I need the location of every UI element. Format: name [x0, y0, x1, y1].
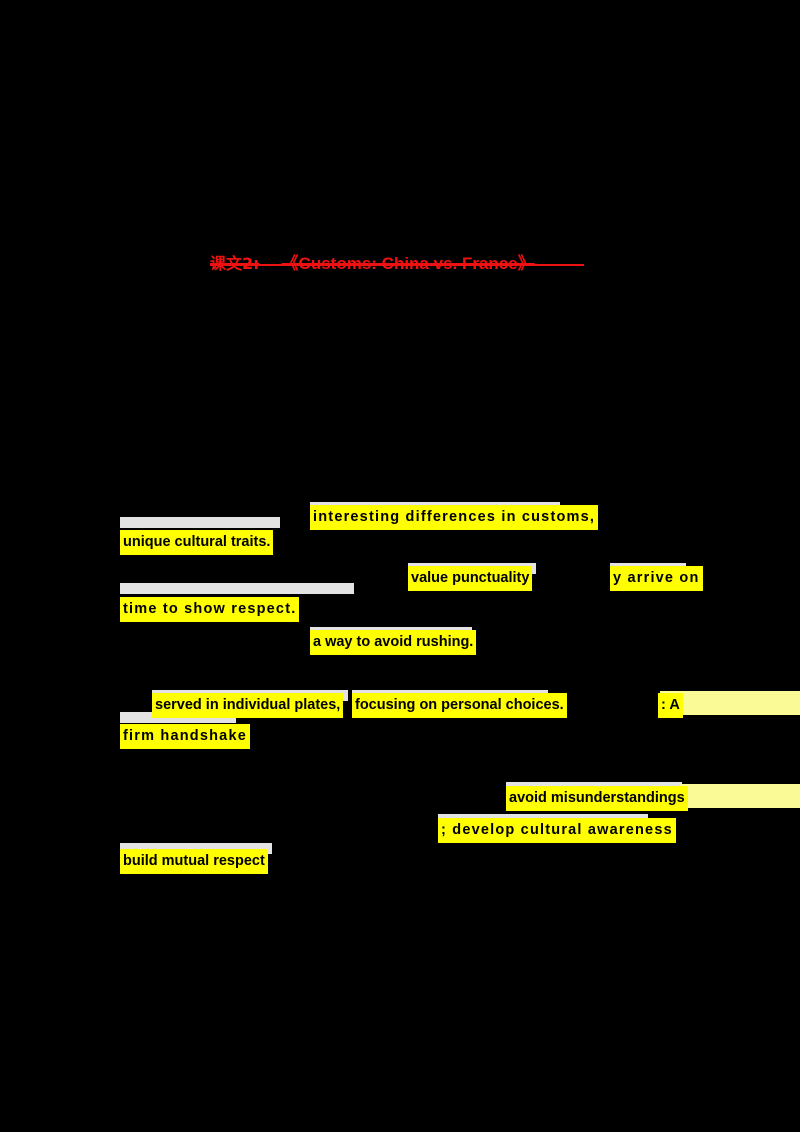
leading-band [120, 517, 280, 528]
fragment-text: ; develop cultural awareness [441, 822, 673, 838]
highlight-fragment: value punctuality [408, 566, 533, 591]
fragment-text: firm handshake [123, 728, 247, 744]
highlight-fragment: avoid misunderstandings [506, 786, 688, 811]
fragment-text: avoid misunderstandings [509, 790, 685, 806]
fragment-text: build mutual respect [123, 853, 265, 869]
fragment-text: : A [661, 697, 680, 713]
fragment-text: value punctuality [411, 570, 530, 586]
lesson-title-label: 课文2: [210, 253, 260, 275]
fragment-text: unique cultural traits. [123, 534, 271, 550]
fragment-text: y arrive on [613, 570, 700, 586]
lesson-title-main: 《Customs: China vs. France》 [282, 253, 535, 275]
highlight-fragment: interesting differences in customs, [310, 505, 599, 530]
title-strikethrough-line [210, 264, 584, 266]
highlight-fragment: y arrive on [610, 566, 703, 591]
highlight-fragment-pale [680, 784, 800, 808]
highlight-fragment: : A [658, 693, 683, 718]
highlight-fragment: time to show respect. [120, 597, 300, 622]
highlight-fragment: build mutual respect [120, 849, 268, 874]
lesson-title: 课文2: 《Customs: China vs. France》 [210, 250, 585, 278]
highlight-fragment: ; develop cultural awareness [438, 818, 676, 843]
fragment-text: interesting differences in customs, [313, 509, 596, 525]
fragment-text: a way to avoid rushing. [313, 634, 474, 650]
leading-band [120, 583, 354, 594]
fragment-text: focusing on personal choices. [355, 697, 564, 713]
highlight-fragment: focusing on personal choices. [352, 693, 567, 718]
highlight-fragment-pale [660, 691, 800, 715]
highlight-fragment: unique cultural traits. [120, 530, 274, 555]
leading-band [120, 843, 272, 854]
highlight-fragment: a way to avoid rushing. [310, 630, 477, 655]
fragment-text: served in individual plates, [155, 697, 341, 713]
highlight-fragment: firm handshake [120, 724, 250, 749]
highlight-fragment: served in individual plates, [152, 693, 344, 718]
fragment-text: time to show respect. [123, 601, 297, 617]
